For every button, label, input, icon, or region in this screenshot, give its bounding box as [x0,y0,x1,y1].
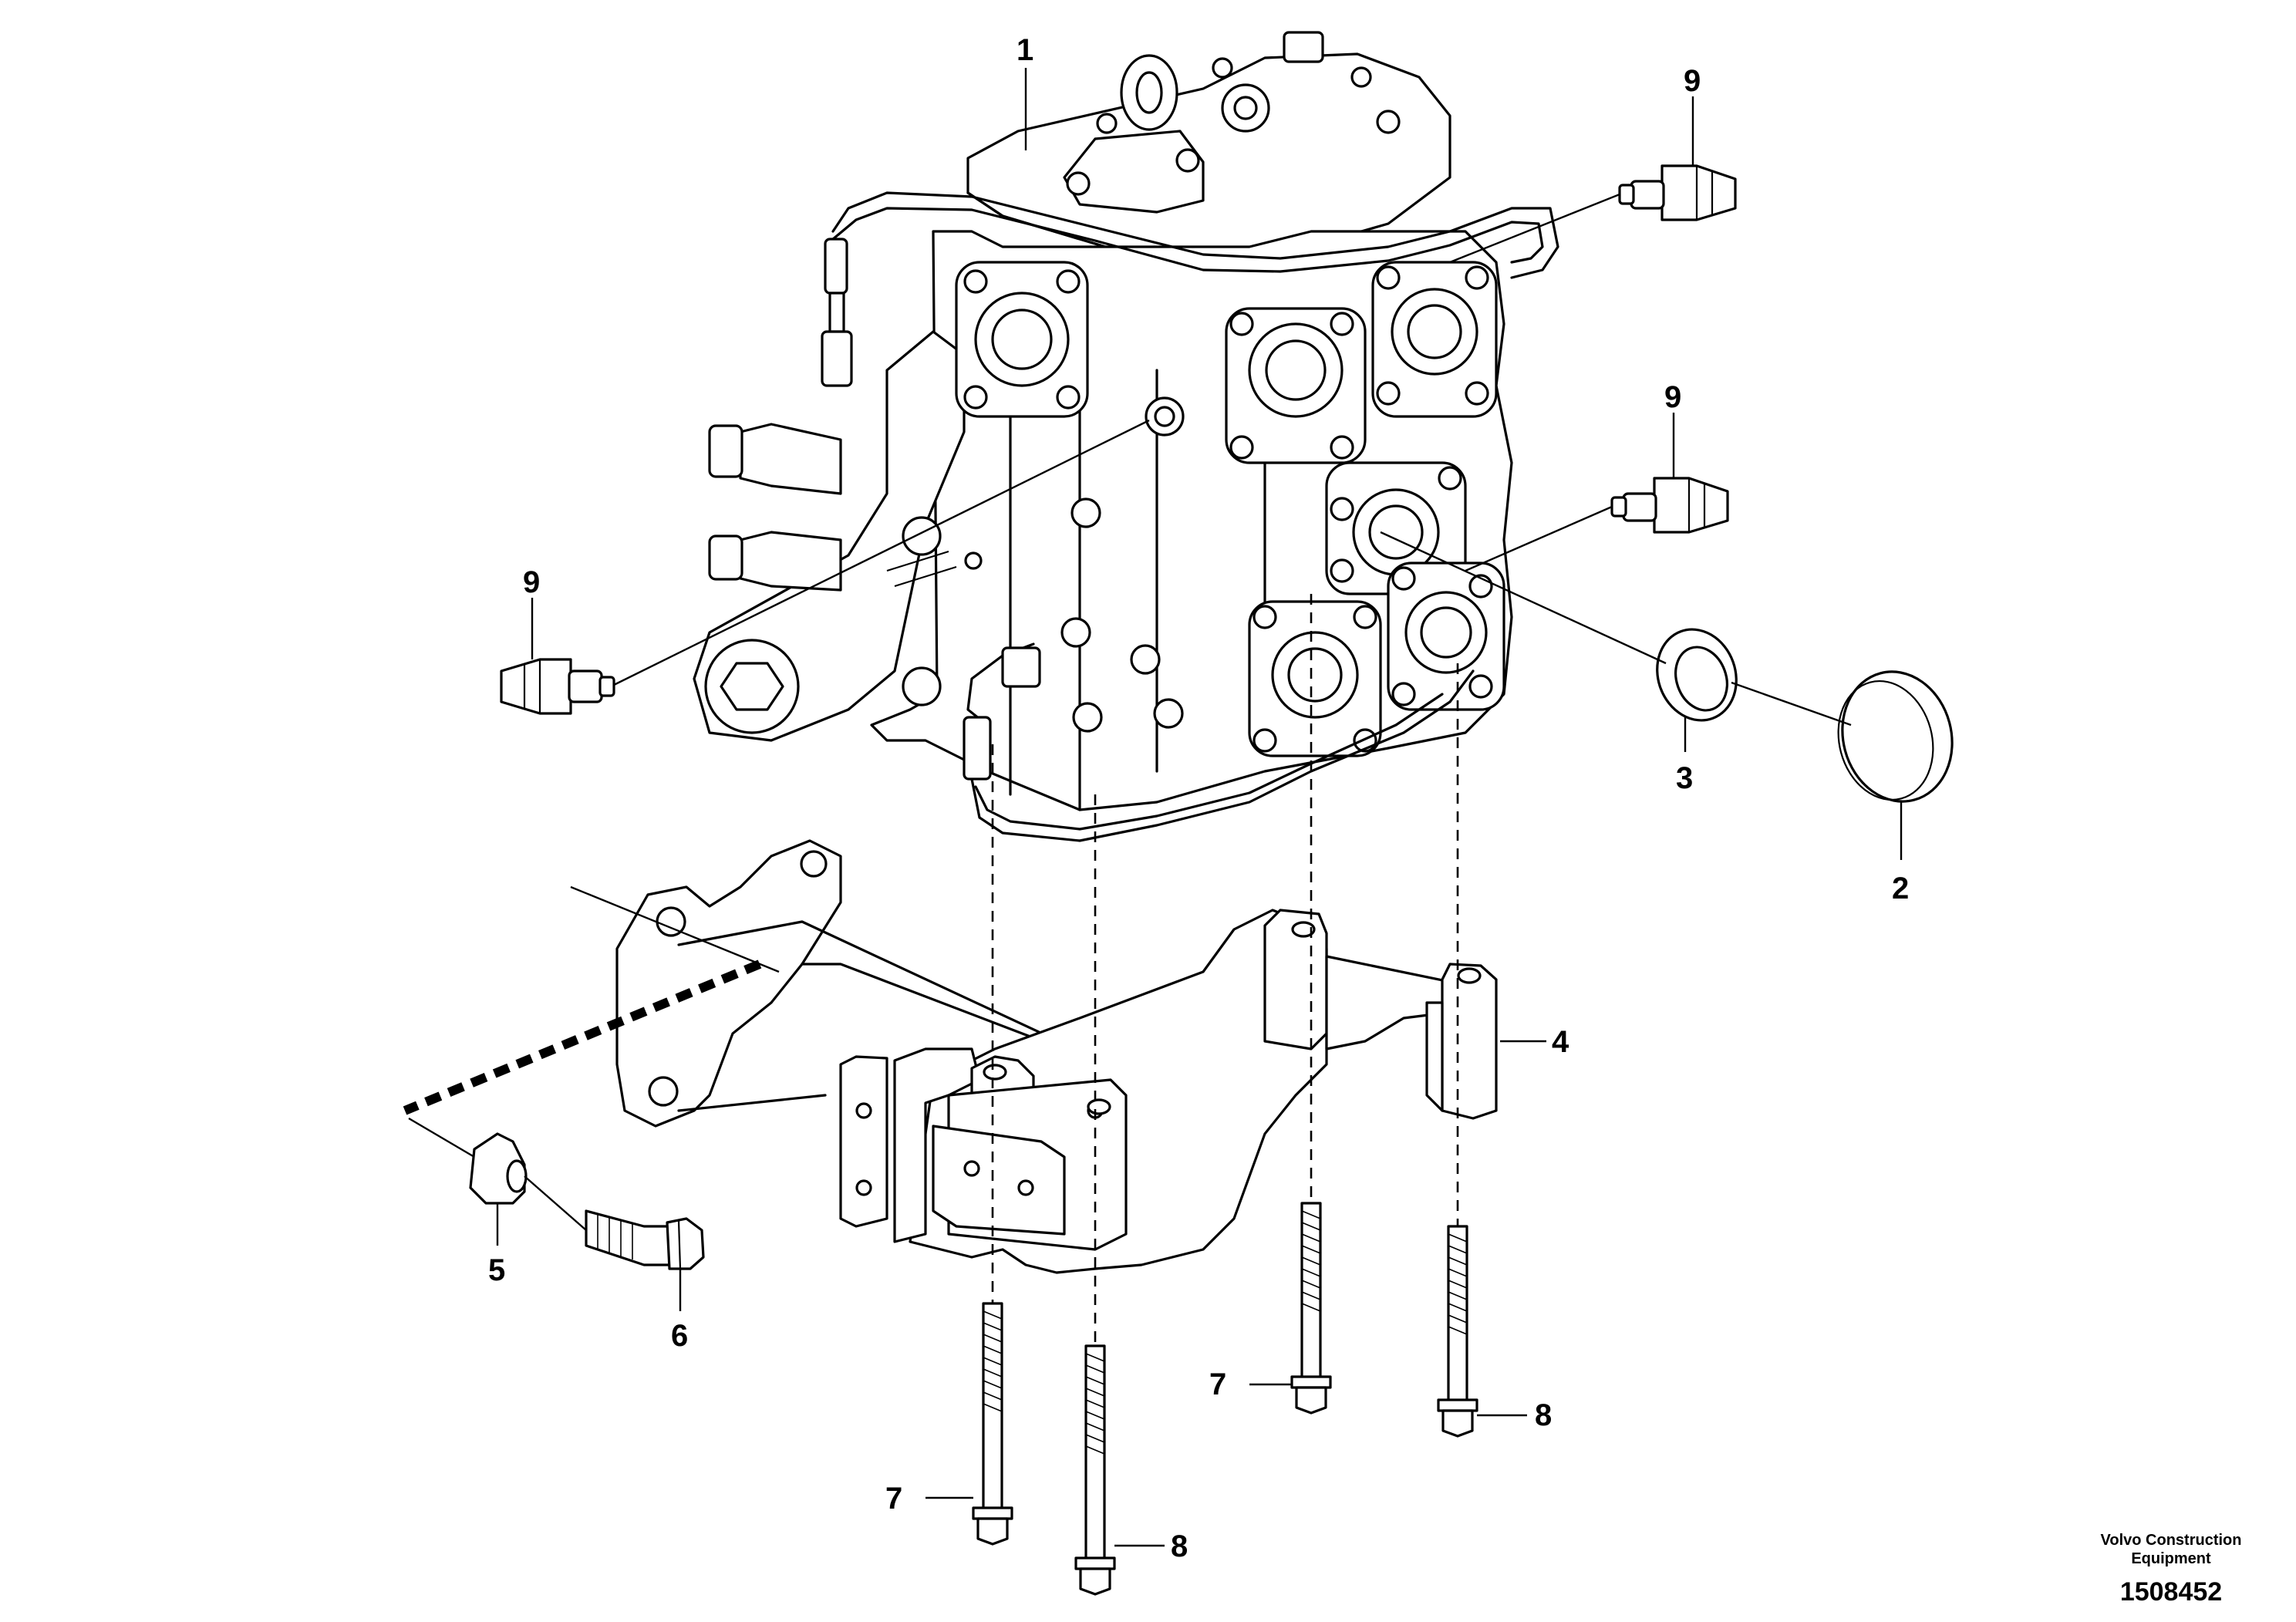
long-bolt-7-right [1290,1202,1332,1415]
mounting-bracket [615,839,1498,1274]
callout-5: 5 [488,1253,505,1287]
long-bolt-7-left [972,1302,1013,1546]
pressure-switch-left [500,658,615,715]
credit-line-2: Equipment [2131,1550,2211,1567]
document-footer: Volvo Construction Equipment 1508452 [2101,1532,2242,1607]
pressure-switch-mid-right [1610,477,1729,534]
callout-7-right: 7 [1209,1367,1226,1401]
callout-9-top: 9 [1684,64,1701,98]
callout-8-left: 8 [1171,1529,1188,1563]
document-number: 1508452 [2120,1577,2222,1607]
long-bolt-8-right [1437,1225,1478,1438]
hex-bolt [585,1209,705,1270]
callout-1: 1 [1017,33,1033,67]
callout-labels: 1 9 9 9 3 2 4 5 6 7 8 7 8 [488,33,1909,1563]
control-valve-assembly [693,31,1559,842]
pressure-switch-top-right [1618,164,1737,221]
spacer-sleeve [469,1132,528,1205]
callout-6: 6 [671,1319,688,1353]
callout-4: 4 [1552,1025,1569,1059]
plug-cap [1837,670,1954,803]
callout-9-middle: 9 [1664,380,1681,414]
callout-2: 2 [1892,872,1909,905]
long-bolt-8-left [1074,1344,1116,1596]
callout-leaders [496,68,1903,1547]
seal-ring [1656,628,1738,722]
callout-3: 3 [1676,761,1693,795]
credit-line-1: Volvo Construction [2101,1532,2242,1549]
callout-7-left: 7 [885,1482,902,1516]
callout-8-right: 8 [1535,1398,1552,1432]
callout-9-left: 9 [523,565,540,599]
assembly-lines [403,193,1852,1346]
